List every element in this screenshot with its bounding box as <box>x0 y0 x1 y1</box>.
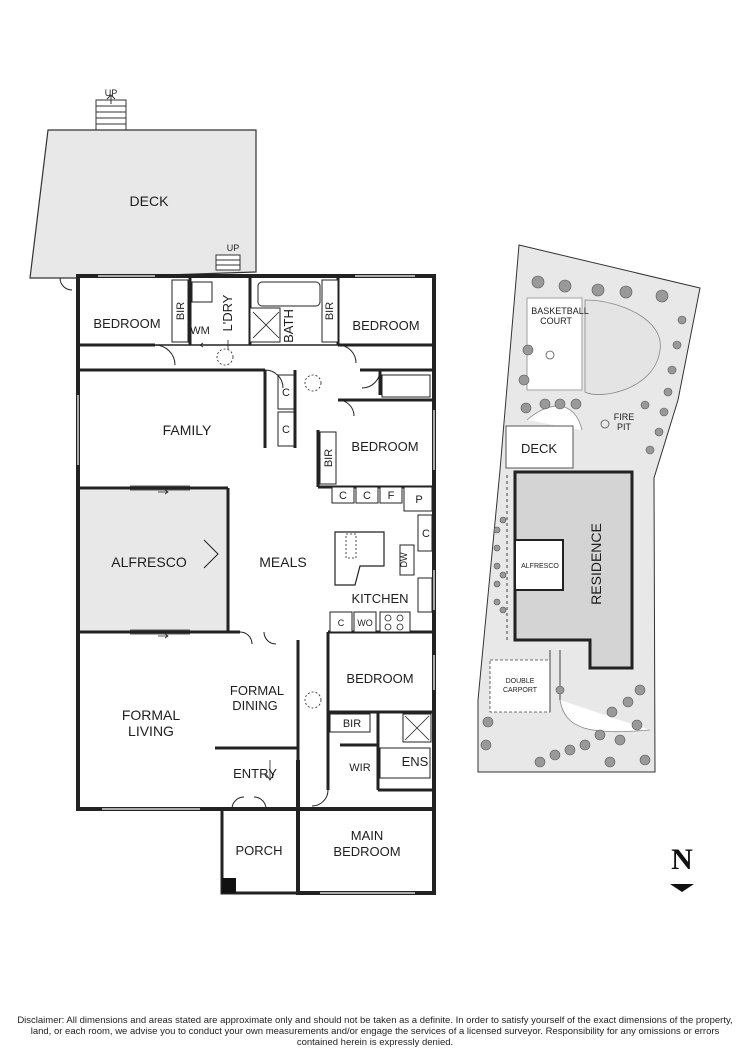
floor-plan-labels: DECK UP UP BEDROOM BIR WM L'DRY BATH BIR… <box>93 88 430 859</box>
site-label-carport-2: CARPORT <box>503 687 538 694</box>
room-label-alfresco: ALFRESCO <box>111 554 187 570</box>
label-c6: C <box>338 618 345 628</box>
site-label-deck: DECK <box>521 441 557 456</box>
label-f: F <box>388 490 395 502</box>
label-up-laundry: UP <box>227 243 240 253</box>
room-label-formal-living-2: LIVING <box>128 723 174 739</box>
site-trees <box>480 275 687 768</box>
room-label-meals: MEALS <box>259 554 306 570</box>
room-label-laundry: L'DRY <box>220 294 235 331</box>
room-label-ens: ENS <box>402 754 429 769</box>
site-label-residence: RESIDENCE <box>588 523 604 605</box>
site-label-alfresco: ALFRESCO <box>521 563 559 570</box>
label-c1: C <box>282 387 290 399</box>
disclaimer-text: Disclaimer: All dimensions and areas sta… <box>17 1015 733 1048</box>
site-label-basketball-2: COURT <box>540 316 572 326</box>
room-label-main-bedroom-2: BEDROOM <box>333 844 400 859</box>
site-alfresco <box>514 539 564 591</box>
room-label-bir-se: BIR <box>343 718 361 730</box>
room-label-main-bedroom-1: MAIN <box>351 828 384 843</box>
basketball-court <box>526 297 583 391</box>
deck-stairs <box>95 99 127 131</box>
site-deck <box>505 425 574 469</box>
alfresco-area <box>80 490 228 632</box>
label-p: P <box>415 494 422 506</box>
label-dw: DW <box>399 552 409 567</box>
label-c2: C <box>282 424 290 436</box>
label-c4: C <box>363 490 371 502</box>
room-label-formal-living-1: FORMAL <box>122 707 181 723</box>
compass-label: N <box>671 843 693 876</box>
floor-plan <box>29 94 436 895</box>
site-plan <box>477 244 701 773</box>
label-up-deck: UP <box>105 88 118 98</box>
label-c5: C <box>422 528 430 540</box>
room-label-bedroom-nw: BEDROOM <box>93 316 160 331</box>
compass-arrow-icon <box>670 884 694 892</box>
site-label-basketball-1: BASKETBALL <box>531 306 589 316</box>
room-label-wir: WIR <box>349 762 370 774</box>
room-label-porch: PORCH <box>236 843 283 858</box>
room-label-entry: ENTRY <box>233 766 277 781</box>
room-label-bir-nw: BIR <box>175 302 187 320</box>
label-c3: C <box>339 490 347 502</box>
room-label-bath: BATH <box>281 309 296 343</box>
north-compass: N <box>670 843 694 892</box>
double-carport <box>489 659 551 713</box>
site-label-carport-1: DOUBLE <box>506 678 535 685</box>
room-label-bedroom-se: BEDROOM <box>346 671 413 686</box>
room-label-formal-dining-1: FORMAL <box>230 683 284 698</box>
room-label-bir-ne: BIR <box>324 302 336 320</box>
label-wo: WO <box>357 618 373 628</box>
room-label-deck: DECK <box>130 193 170 209</box>
room-label-formal-dining-2: DINING <box>232 698 278 713</box>
room-label-kitchen: KITCHEN <box>351 591 408 606</box>
room-label-bedroom-ne: BEDROOM <box>352 318 419 333</box>
site-plan-labels: BASKETBALL COURT FIRE PIT DECK ALFRESCO … <box>503 306 634 694</box>
room-label-family: FAMILY <box>163 422 212 438</box>
kitchen-island <box>334 531 385 586</box>
room-label-bedroom-mid: BEDROOM <box>351 439 418 454</box>
site-label-fire-2: PIT <box>617 422 632 432</box>
residence-footprint <box>513 470 634 670</box>
room-label-bir-mid: BIR <box>323 449 335 467</box>
room-label-wm: WM <box>190 325 210 337</box>
site-label-fire-1: FIRE <box>614 412 635 422</box>
